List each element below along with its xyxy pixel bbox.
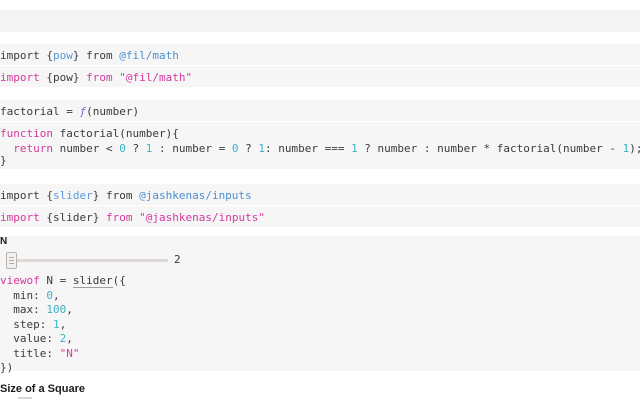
code-token: 2	[59, 332, 67, 345]
code-line-viewof-n-min[interactable]: min: 0,	[0, 288, 60, 303]
code-token: value:	[0, 332, 60, 345]
code-token: factorial(number){	[52, 127, 179, 140]
code-line-viewof-n-decl[interactable]: viewof N = slider({	[0, 273, 126, 288]
code-token: 0	[231, 142, 239, 155]
collapsed-cell-strip[interactable]	[0, 10, 640, 32]
code-token: number <	[53, 142, 120, 155]
slider-track[interactable]	[12, 259, 168, 262]
code-line-viewof-n-title[interactable]: title: "N"	[0, 346, 79, 361]
code-line-viewof-n-max[interactable]: max: 100,	[0, 302, 73, 317]
code-token: })	[0, 361, 14, 374]
slider-label: N	[0, 236, 8, 247]
code-token: ,	[52, 289, 60, 302]
code-token: slider	[72, 274, 113, 288]
code-token: (number)	[86, 105, 140, 118]
code-token: {	[46, 189, 53, 202]
code-token: 1	[622, 142, 630, 155]
code-line-import-slider-source[interactable]: import {slider} from "@jashkenas/inputs"	[0, 210, 265, 225]
code-line-viewof-n-close[interactable]: })	[0, 360, 13, 375]
code-token: 0	[119, 142, 126, 155]
code-token: @jashkenas/inputs	[139, 189, 252, 202]
code-token: import	[0, 71, 40, 84]
code-token: } from	[72, 49, 120, 62]
code-line-factorial-decl[interactable]: function factorial(number){	[0, 126, 179, 141]
code-token: function	[0, 127, 53, 140]
cell-band-import-slider-result[interactable]	[0, 184, 640, 205]
cell-band-viewof-n-result[interactable]	[0, 236, 640, 270]
code-line-import-slider-result[interactable]: import {slider} from @jashkenas/inputs	[0, 188, 252, 203]
code-token: ,	[59, 318, 67, 331]
code-token: ,	[66, 303, 73, 316]
slider-value: 2	[174, 253, 181, 266]
code-token: 1	[351, 142, 358, 155]
code-token: N =	[39, 274, 73, 287]
code-token: }	[0, 154, 7, 167]
code-token: min:	[0, 289, 47, 302]
cell-band-import-pow-result[interactable]	[0, 44, 640, 65]
code-token: : number =	[152, 142, 232, 155]
code-token: viewof	[0, 274, 40, 287]
cell-band-factorial-source[interactable]	[0, 122, 640, 169]
slider-row[interactable]: 2	[0, 251, 300, 269]
cell-band-import-pow-source[interactable]	[0, 66, 640, 87]
code-token: pow	[52, 49, 73, 62]
code-token: "@jashkenas/inputs"	[139, 211, 265, 224]
markdown-caret-marker	[18, 397, 32, 399]
cell-band-import-slider-source[interactable]	[0, 206, 640, 227]
cell-band-factorial-result[interactable]	[0, 100, 640, 121]
code-token: import	[0, 189, 47, 202]
code-line-viewof-n-value[interactable]: value: 2,	[0, 331, 73, 346]
code-line-import-pow-result[interactable]: import {pow} from @fil/math	[0, 48, 179, 63]
code-token: title:	[0, 347, 60, 360]
code-line-import-pow-source[interactable]: import {pow} from "@fil/math"	[0, 70, 192, 85]
code-token: 0	[46, 289, 53, 302]
code-token: ? number : number * factorial(number -	[357, 142, 623, 155]
code-token: "@fil/math"	[119, 71, 193, 84]
code-token: @fil/math	[119, 49, 179, 62]
code-token: ?	[238, 142, 259, 155]
code-line-factorial-return[interactable]: return number < 0 ? 1 : number = 0 ? 1: …	[0, 141, 640, 156]
code-token: import	[0, 211, 40, 224]
code-token: "N"	[59, 347, 80, 360]
cell-band-viewof-n-source[interactable]	[0, 270, 640, 371]
code-token: {slider}	[39, 211, 106, 224]
code-token: from	[105, 211, 133, 224]
code-token: );	[629, 142, 640, 155]
code-token: max:	[0, 303, 47, 316]
code-token: return	[13, 142, 53, 155]
code-token: from	[86, 71, 113, 84]
code-token: ƒ	[79, 105, 87, 118]
code-token: {	[46, 49, 53, 62]
code-token: import	[0, 49, 47, 62]
slider-widget-n[interactable]: N 2	[0, 236, 300, 270]
code-token: 1	[145, 142, 153, 155]
code-line-factorial-result[interactable]: factorial = ƒ(number)	[0, 104, 139, 119]
code-token: : number ===	[264, 142, 352, 155]
code-token: step:	[0, 318, 53, 331]
slider-thumb[interactable]	[6, 252, 17, 269]
code-token: 100	[46, 303, 67, 316]
code-token: } from	[92, 189, 140, 202]
code-token: factorial =	[0, 105, 80, 118]
code-token: ?	[125, 142, 146, 155]
code-token: 1	[258, 142, 265, 155]
code-token: {pow}	[39, 71, 87, 84]
code-token: ,	[66, 332, 73, 345]
code-line-viewof-n-step[interactable]: step: 1,	[0, 317, 66, 332]
code-token: slider	[52, 189, 93, 202]
markdown-heading-size-of-a-square: Size of a Square	[0, 383, 85, 395]
code-token: 1	[52, 318, 60, 331]
code-token: ({	[112, 274, 126, 287]
code-line-factorial-close[interactable]: }	[0, 153, 7, 168]
